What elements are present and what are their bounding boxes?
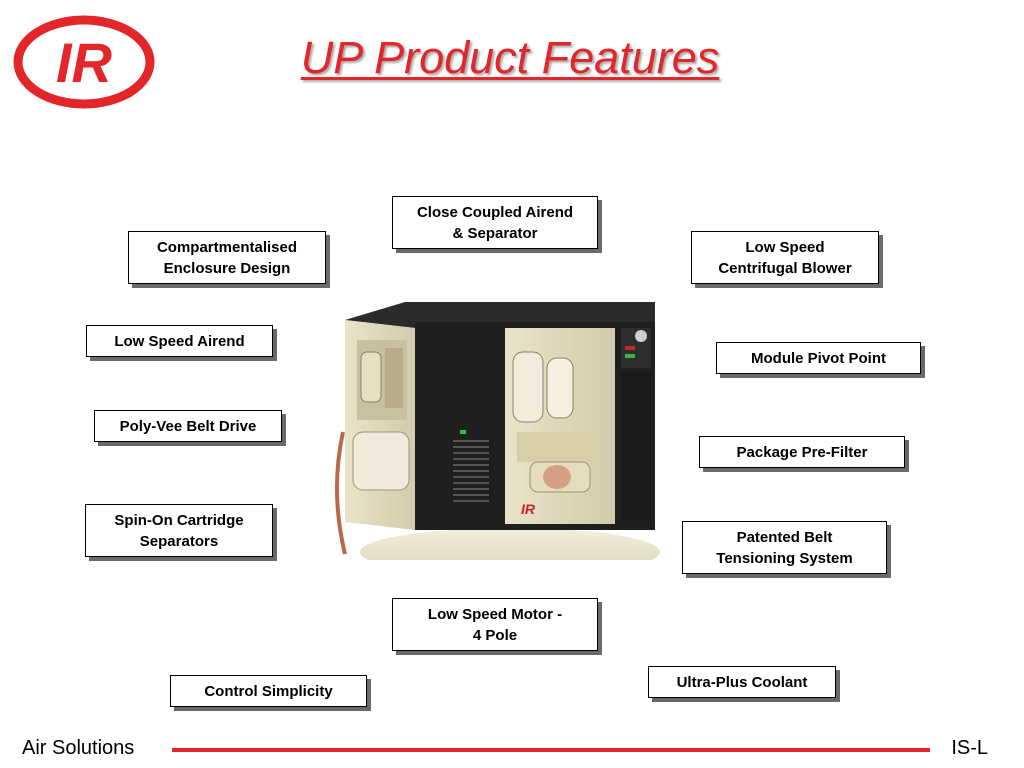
footer-divider [172, 748, 930, 752]
feature-poly-vee-belt-drive: Poly-Vee Belt Drive [94, 410, 282, 442]
feature-package-pre-filter: Package Pre-Filter [699, 436, 905, 468]
feature-low-speed-airend: Low Speed Airend [86, 325, 273, 357]
svg-text:IR: IR [521, 501, 536, 517]
ir-logo: IR [13, 15, 155, 109]
logo-text: IR [56, 31, 113, 94]
footer-left-text: Air Solutions [22, 737, 135, 759]
feature-module-pivot-point: Module Pivot Point [716, 342, 921, 374]
feature-patented-belt-tensioning: Patented Belt Tensioning System [682, 521, 887, 574]
feature-control-simplicity: Control Simplicity [170, 675, 367, 707]
feature-spin-on-cartridge-separators: Spin-On Cartridge Separators [85, 504, 273, 557]
feature-ultra-plus-coolant: Ultra-Plus Coolant [648, 666, 836, 698]
compressor-image: IR [335, 302, 660, 560]
feature-low-speed-motor: Low Speed Motor - 4 Pole [392, 598, 598, 651]
slide-title: UP Product Features [300, 32, 720, 83]
feature-close-coupled-airend: Close Coupled Airend & Separator [392, 196, 598, 249]
feature-compartmentalised-enclosure: Compartmentalised Enclosure Design [128, 231, 326, 284]
feature-low-speed-centrifugal-blower: Low Speed Centrifugal Blower [691, 231, 879, 284]
footer-right-text: IS-L [951, 737, 988, 759]
